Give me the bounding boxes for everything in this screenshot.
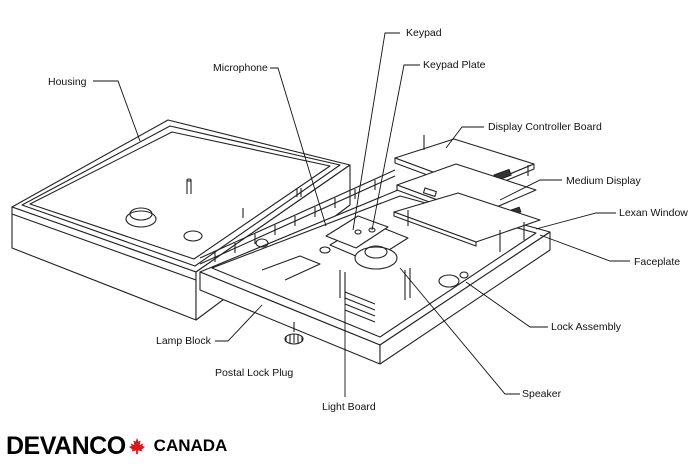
postal-lock-plug-drawing	[284, 322, 304, 345]
label-lexan-window: Lexan Window	[619, 207, 688, 219]
light-board-drawing	[255, 221, 411, 300]
label-display-controller-board: Display Controller Board	[488, 121, 602, 133]
maple-leaf-icon	[128, 437, 145, 455]
lexan-window-drawing	[393, 192, 541, 252]
leader-lines	[93, 32, 630, 397]
label-housing: Housing	[48, 76, 87, 88]
label-speaker: Speaker	[522, 388, 562, 400]
label-faceplate: Faceplate	[634, 256, 681, 268]
label-keypad: Keypad	[406, 27, 442, 39]
hinge-drawing	[199, 169, 396, 265]
label-light-board: Light Board	[322, 401, 376, 413]
logo-region: CANADA	[153, 436, 228, 455]
label-medium-display: Medium Display	[566, 175, 641, 187]
label-keypad-plate: Keypad Plate	[423, 59, 486, 71]
label-lamp-block: Lamp Block	[156, 335, 211, 347]
label-microphone: Microphone	[213, 62, 268, 74]
logo-brand: DEVANCO	[6, 431, 126, 460]
label-lock-assembly: Lock Assembly	[551, 321, 622, 333]
label-postal-lock-plug: Postal Lock Plug	[215, 367, 294, 379]
devanco-logo: DEVANCO CANADA	[6, 432, 227, 460]
